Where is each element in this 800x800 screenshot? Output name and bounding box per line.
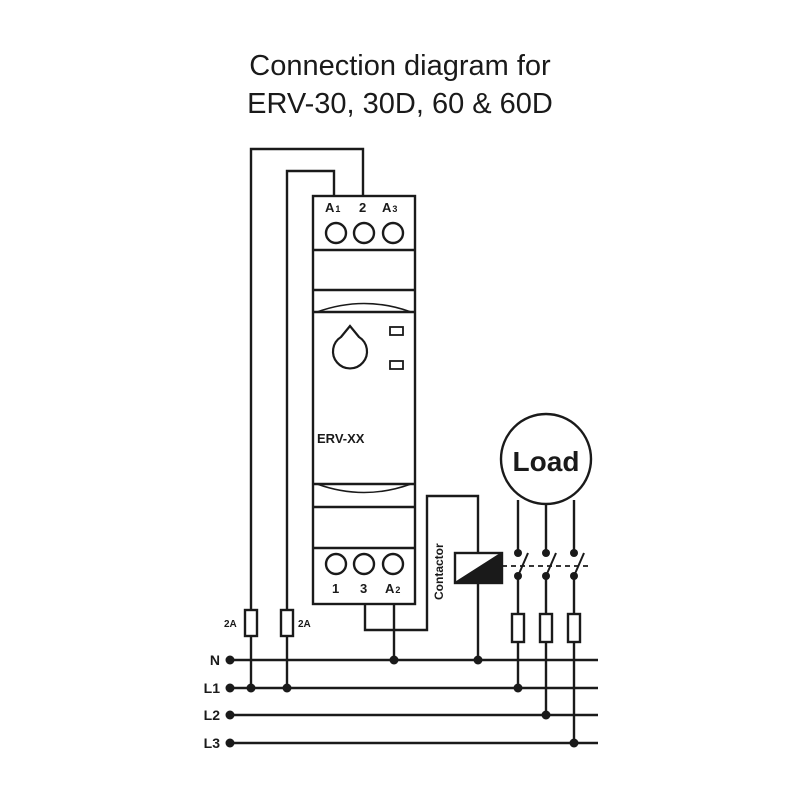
wire-fuse-to-terminal-2 [249,147,365,610]
line-label-n: N [210,652,220,668]
line-label-l3: L3 [204,735,221,751]
terminal-label-a1: A1 [325,200,340,215]
line-label-l2: L2 [204,707,221,723]
terminal-label-1: 1 [332,581,339,596]
terminal-screw-2 [352,221,376,245]
load-label: Load [513,446,580,477]
fuse-left-label: 2A [224,619,237,630]
line-label-l1: L1 [204,680,221,696]
terminal-screw-a3 [381,221,405,245]
terminal-screw-1 [324,552,348,576]
contactor-switch-2 [545,552,557,577]
terminal-label-3: 3 [360,581,367,596]
terminal-dot-n [225,655,235,665]
diagram-title-line-2: ERV-30, 30D, 60 & 60D [247,88,553,120]
load-fuse-1 [510,612,526,644]
led-indicator-1 [389,326,404,336]
junction-dots [225,549,579,748]
diagram-title-line-1: Connection diagram for [249,50,551,82]
terminal-screw-a2 [381,552,405,576]
terminal-label-a2: A2 [385,581,400,596]
terminal-dot-l3 [225,738,235,748]
terminal-label-2: 2 [359,200,366,215]
device-model-label: ERV-XX [317,431,365,446]
contactor-switch-3 [573,552,585,577]
terminal-screw-a1 [324,221,348,245]
terminal-dot-l1 [225,683,235,693]
led-indicator-2 [389,360,404,370]
terminal-screw-3 [352,552,376,576]
wire-relay-to-contactor [394,494,480,632]
fuse-right-label: 2A [298,619,311,630]
wire-fuse-to-terminal-a1 [285,169,336,610]
load-fuse-3 [566,612,582,644]
load-fuse-2 [538,612,554,644]
fuse-left [243,608,259,638]
contactor-switch-1 [517,552,529,577]
wire-terminal-3-to-a2 [363,604,394,632]
fuse-right [279,608,295,638]
terminal-dot-l2 [225,710,235,720]
adjustment-knob-icon [331,324,369,370]
terminal-label-a3: A3 [382,200,397,215]
relay-housing [311,194,417,606]
contactor-label: Contactor [432,543,446,600]
